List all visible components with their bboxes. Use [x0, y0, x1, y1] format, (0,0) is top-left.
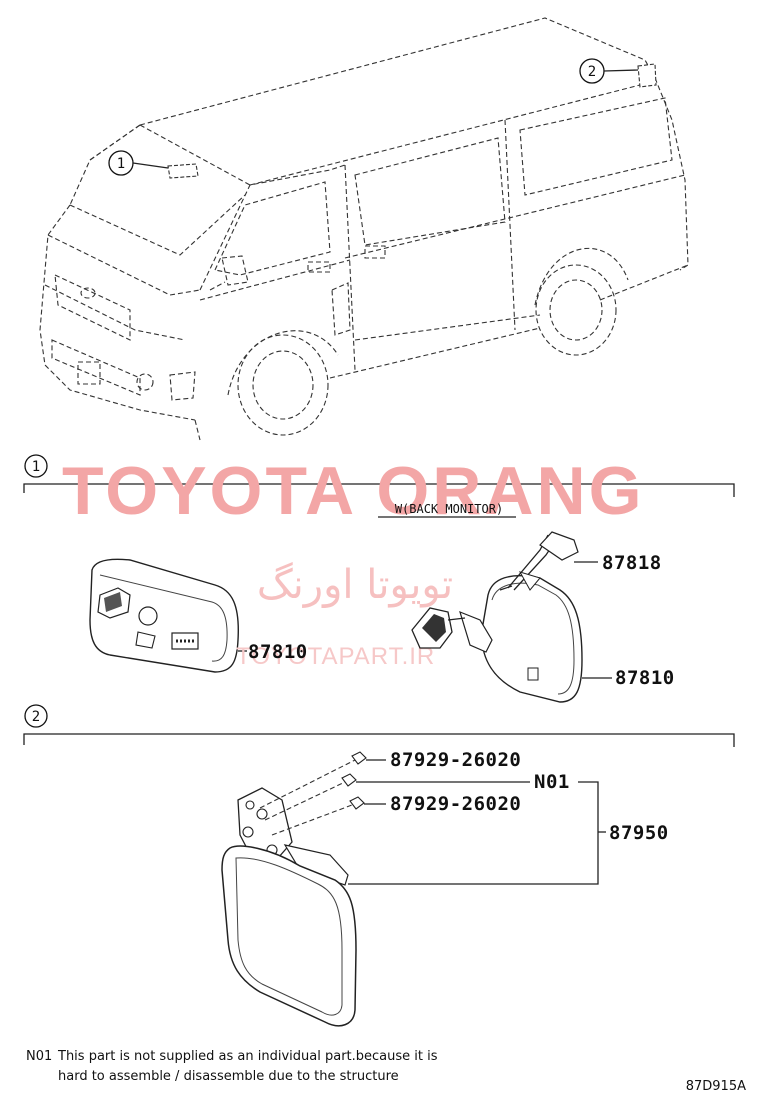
callout-2: 2 — [579, 58, 639, 84]
variant-label: W(BACK MONITOR) — [395, 502, 503, 516]
part-87929-bottom: 87929-26020 — [390, 793, 521, 815]
part-87818: 87818 — [602, 552, 662, 574]
section-1-marker: 1 — [32, 459, 40, 475]
van-illustration — [39, 17, 689, 441]
inner-mirror-left — [89, 558, 239, 673]
callout-1: 1 — [108, 150, 169, 176]
inner-mirror-right — [411, 575, 583, 703]
diagram-code: 87D915A — [686, 1079, 746, 1094]
callout-1-label: 1 — [117, 156, 125, 172]
part-87810-right: 87810 — [615, 667, 675, 689]
watermark-persian: تویوتا اورنگ — [257, 562, 453, 608]
footer: N01 This part is not supplied as an indi… — [26, 1049, 746, 1094]
screw-icon — [341, 751, 367, 810]
note-code: N01 — [26, 1049, 52, 1064]
outer-mirror — [221, 787, 357, 1027]
section-2-marker: 2 — [32, 709, 40, 725]
watermark-brand: TOYOTA ORANG — [62, 453, 645, 529]
part-n01: N01 — [534, 771, 570, 793]
part-87929-top: 87929-26020 — [390, 749, 521, 771]
section-1: 1 TOYOTA ORANG W(BACK MONITOR) TOYOTAPAR… — [23, 453, 735, 703]
note-line-2: hard to assemble / disassemble due to th… — [58, 1069, 399, 1084]
part-87950: 87950 — [609, 822, 669, 844]
section-2: 2 87929-26020 N01 87929-26020 — [23, 704, 735, 1027]
part-87810-left: 87810 — [248, 641, 308, 663]
note-line-1: This part is not supplied as an individu… — [57, 1049, 438, 1064]
wire-harness — [499, 531, 579, 591]
watermark-site: TOYOTAPART.IR — [236, 643, 435, 670]
callout-2-label: 2 — [588, 64, 596, 80]
